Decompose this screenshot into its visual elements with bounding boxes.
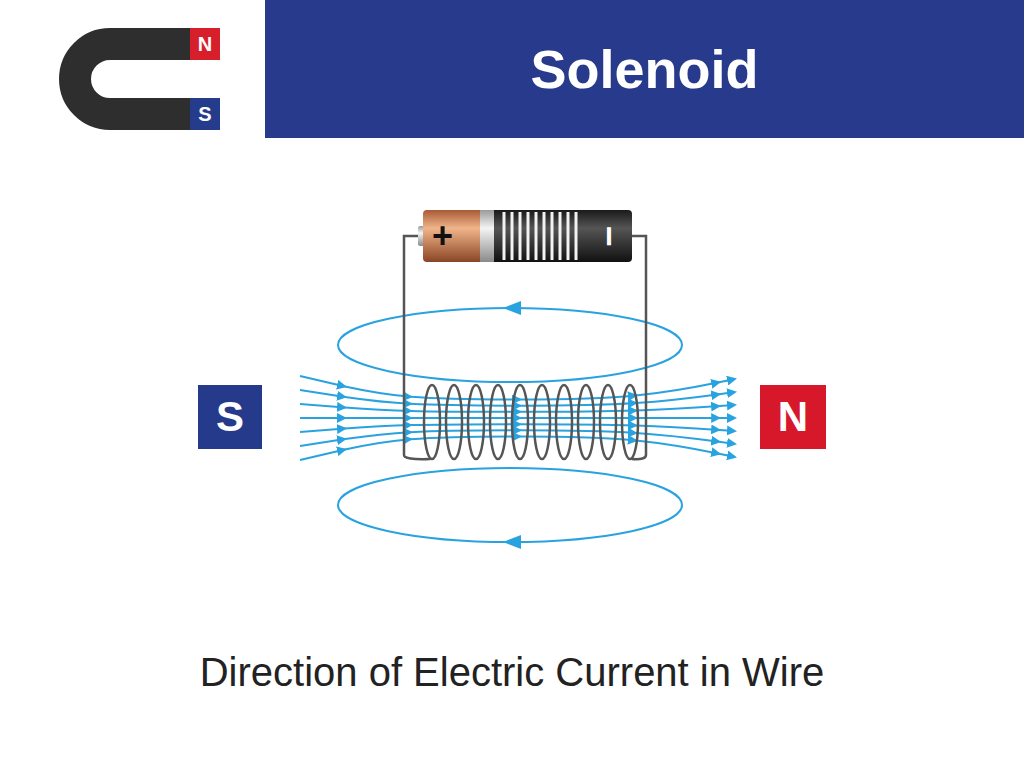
battery-stripe [535, 212, 538, 260]
pole-label: N [778, 396, 808, 438]
battery-stripe [519, 212, 522, 260]
coil-loop [490, 385, 506, 459]
pole-label: S [216, 396, 244, 438]
battery: +− [418, 206, 633, 266]
caption: Direction of Electric Current in Wire [20, 648, 1004, 696]
coil-loop [556, 385, 572, 459]
pole-label: S [198, 385, 262, 449]
field-arrow [503, 301, 521, 315]
field-line [300, 430, 735, 446]
field-loop [338, 308, 682, 382]
battery-band [480, 210, 494, 262]
pole-label: N [190, 28, 220, 60]
coil-loop [600, 385, 616, 459]
field-line [300, 404, 735, 412]
wire [404, 236, 430, 459]
coil-loop [468, 385, 484, 459]
title-bar: Solenoid [265, 0, 1024, 138]
pole-label: S [198, 104, 211, 124]
battery-stripe [551, 212, 554, 260]
field-line [300, 417, 735, 419]
field-line [300, 390, 735, 406]
battery-stripe [559, 212, 562, 260]
coil-loop [578, 385, 594, 459]
positive-terminal: + [432, 218, 453, 254]
coil-windings [424, 385, 638, 459]
coil-loop [622, 385, 638, 459]
battery-stripe [543, 212, 546, 260]
coil-loop [424, 385, 440, 459]
horseshoe-magnet [75, 44, 190, 114]
battery-copper [423, 210, 485, 262]
negative-terminal: − [591, 225, 627, 246]
battery-black [480, 210, 632, 262]
battery-stripe [575, 212, 578, 260]
battery-stripe [567, 212, 570, 260]
battery-stripe [527, 212, 530, 260]
coil-loop [534, 385, 550, 459]
field-arrow [503, 535, 521, 549]
coil-loop [512, 385, 528, 459]
pole-label: S [190, 98, 220, 130]
battery-stripe [511, 212, 514, 260]
field-lines [300, 376, 735, 460]
field-loop [338, 468, 682, 542]
pole-label: N [760, 385, 826, 449]
coil-loop [446, 385, 462, 459]
battery-stripe [503, 212, 506, 260]
title: Solenoid [531, 42, 759, 96]
pole-label: N [198, 34, 212, 54]
